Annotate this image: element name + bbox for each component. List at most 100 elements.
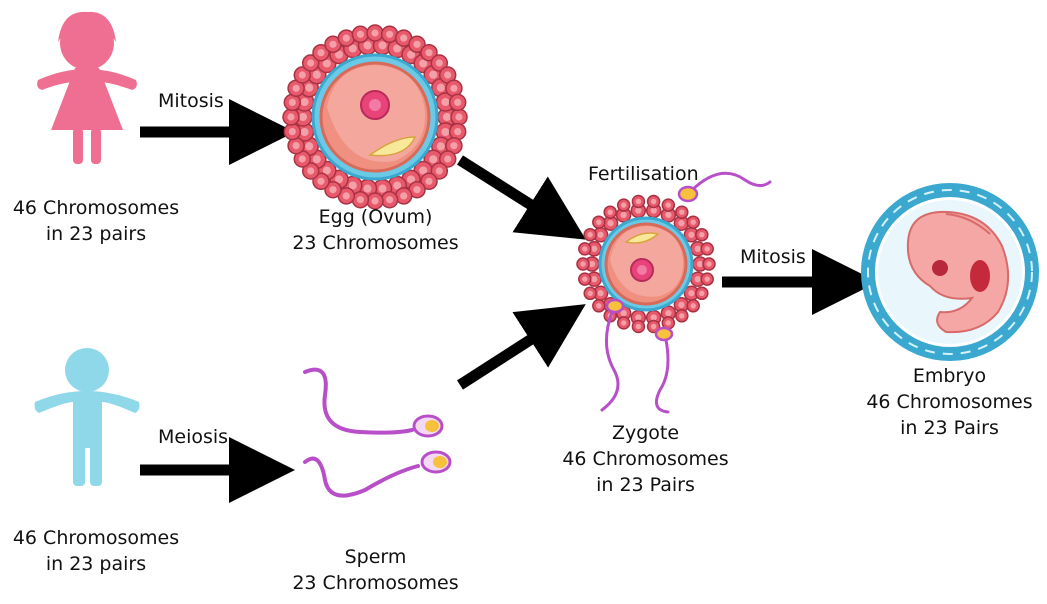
follicle-cell-nucleus xyxy=(678,301,685,308)
follicle-cell-nucleus xyxy=(298,112,308,122)
egg-cell-icon xyxy=(282,24,468,210)
follicle-cell-nucleus xyxy=(679,313,685,319)
follicle-cell-nucleus xyxy=(329,186,337,194)
follicle-cell-nucleus xyxy=(342,192,350,200)
follicle-cell-nucleus xyxy=(588,260,596,268)
female-label: 46 Chromosomes in 23 pairs xyxy=(12,197,180,245)
follicle-cell-nucleus xyxy=(406,50,416,59)
zygote-cell-icon xyxy=(576,194,716,334)
follicle-cell-nucleus xyxy=(450,142,458,150)
fertilisation-label: Fertilisation xyxy=(588,163,699,185)
follicle-cell-nucleus xyxy=(635,207,642,214)
follicle-cell-nucleus xyxy=(694,276,701,283)
follicle-cell-nucleus xyxy=(665,211,672,219)
follicle-cell-nucleus xyxy=(607,220,614,227)
follicle-cell-nucleus xyxy=(305,142,314,151)
follicle-cell-nucleus xyxy=(587,232,593,238)
follicle-cell-nucleus xyxy=(678,220,685,227)
follicle-cell-nucleus xyxy=(696,260,704,268)
follicle-cell-nucleus xyxy=(679,209,685,215)
follicle-cell-nucleus xyxy=(621,320,627,326)
follicle-cell-nucleus xyxy=(334,175,344,184)
sperm-label: Sperm 23 Chromosomes xyxy=(292,546,459,594)
embryo-icon xyxy=(861,183,1039,361)
follicle-cell-nucleus xyxy=(429,155,438,164)
follicle-cell-nucleus xyxy=(307,59,315,67)
follicle-cell-nucleus xyxy=(650,207,657,214)
arrow-sperm-to-zygote xyxy=(457,304,586,390)
follicle-cell-nucleus xyxy=(620,309,627,317)
zygote-sperm-heads-icon xyxy=(605,185,699,342)
follicle-cell-nucleus xyxy=(587,290,593,296)
follicle-cell-nucleus xyxy=(348,181,357,190)
follicle-cell-nucleus xyxy=(607,209,613,215)
follicle-cell-nucleus xyxy=(386,30,394,38)
follicle-cell-nucleus xyxy=(582,276,588,282)
follicle-cell-nucleus xyxy=(386,196,394,204)
follicle-cell-nucleus xyxy=(371,29,379,37)
follicle-cell-nucleus xyxy=(597,290,604,297)
follicle-cell-nucleus xyxy=(329,40,337,48)
follicle-cell-nucleus xyxy=(591,276,598,283)
follicle-cell-nucleus xyxy=(348,44,357,53)
follicle-cell-nucleus xyxy=(378,41,387,50)
follicle-cell-nucleus xyxy=(317,177,325,185)
follicle-cell-nucleus xyxy=(665,320,671,326)
mitosis-label-2: Mitosis xyxy=(740,246,806,268)
follicle-cell-nucleus xyxy=(688,231,695,238)
follicle-cell-nucleus xyxy=(393,181,402,190)
zygote-label: Zygote 46 Chromosomes in 23 Pairs xyxy=(562,422,729,496)
follicle-cell-nucleus xyxy=(454,128,462,136)
follicle-cell-nucleus xyxy=(450,84,458,92)
female-figure-icon xyxy=(37,11,137,164)
follicle-cell-nucleus xyxy=(699,290,705,296)
follicle-cell-nucleus xyxy=(688,290,695,297)
follicle-cell-nucleus xyxy=(425,49,433,57)
follicle-cell-nucleus xyxy=(596,303,602,309)
follicle-cell-nucleus xyxy=(704,276,710,282)
follicle-cell-nucleus xyxy=(597,231,604,238)
egg-label: Egg (Ovum) 23 Chromosomes xyxy=(292,206,459,254)
follicle-cell-nucleus xyxy=(690,303,696,309)
male-label: 46 Chromosomes in 23 pairs xyxy=(12,527,180,575)
follicle-cell-nucleus xyxy=(704,246,710,252)
follicle-cell-nucleus xyxy=(436,83,445,92)
follicle-cell-nucleus xyxy=(665,202,671,208)
follicle-cell-nucleus xyxy=(322,59,331,68)
meiosis-label: Meiosis xyxy=(158,426,229,448)
follicle-cell-nucleus xyxy=(356,30,364,38)
zygote-sperm-icon xyxy=(600,171,772,414)
follicle-cell-nucleus xyxy=(300,127,309,137)
follicle-cell-nucleus xyxy=(356,196,364,204)
follicle-cell-nucleus xyxy=(650,314,657,321)
follicle-cell-nucleus xyxy=(435,167,443,175)
follicle-cell-nucleus xyxy=(441,127,450,137)
embryo-label: Embryo 46 Chromosomes in 23 Pairs xyxy=(866,365,1033,439)
follicle-cell-nucleus xyxy=(419,59,428,68)
follicle-cell-nucleus xyxy=(300,97,309,107)
follicle-cell-nucleus xyxy=(342,34,350,42)
follicle-cell-nucleus xyxy=(429,70,438,79)
follicle-cell-nucleus xyxy=(413,40,421,48)
follicle-cell-nucleus xyxy=(334,50,344,59)
follicle-cell-nucleus xyxy=(413,186,421,194)
follicle-cell-nucleus xyxy=(620,211,627,219)
follicle-cell-nucleus xyxy=(650,198,657,205)
follicle-cell-nucleus xyxy=(591,245,598,252)
follicle-cell-nucleus xyxy=(635,314,642,321)
follicle-cell-nucleus xyxy=(312,70,321,79)
follicle-cell-nucleus xyxy=(621,202,627,208)
arrow-egg-to-zygote xyxy=(457,155,586,240)
follicle-cell-nucleus xyxy=(454,98,462,106)
follicle-cell-nucleus xyxy=(650,323,657,330)
follicle-cell-nucleus xyxy=(363,184,372,193)
follicle-cell-nucleus xyxy=(635,198,642,205)
follicle-cell-nucleus xyxy=(706,261,712,267)
follicle-cell-nucleus xyxy=(292,142,300,150)
follicle-cell-nucleus xyxy=(305,83,314,92)
follicle-cell-nucleus xyxy=(425,177,433,185)
follicle-cell-nucleus xyxy=(288,98,296,106)
follicle-cell-nucleus xyxy=(699,232,705,238)
